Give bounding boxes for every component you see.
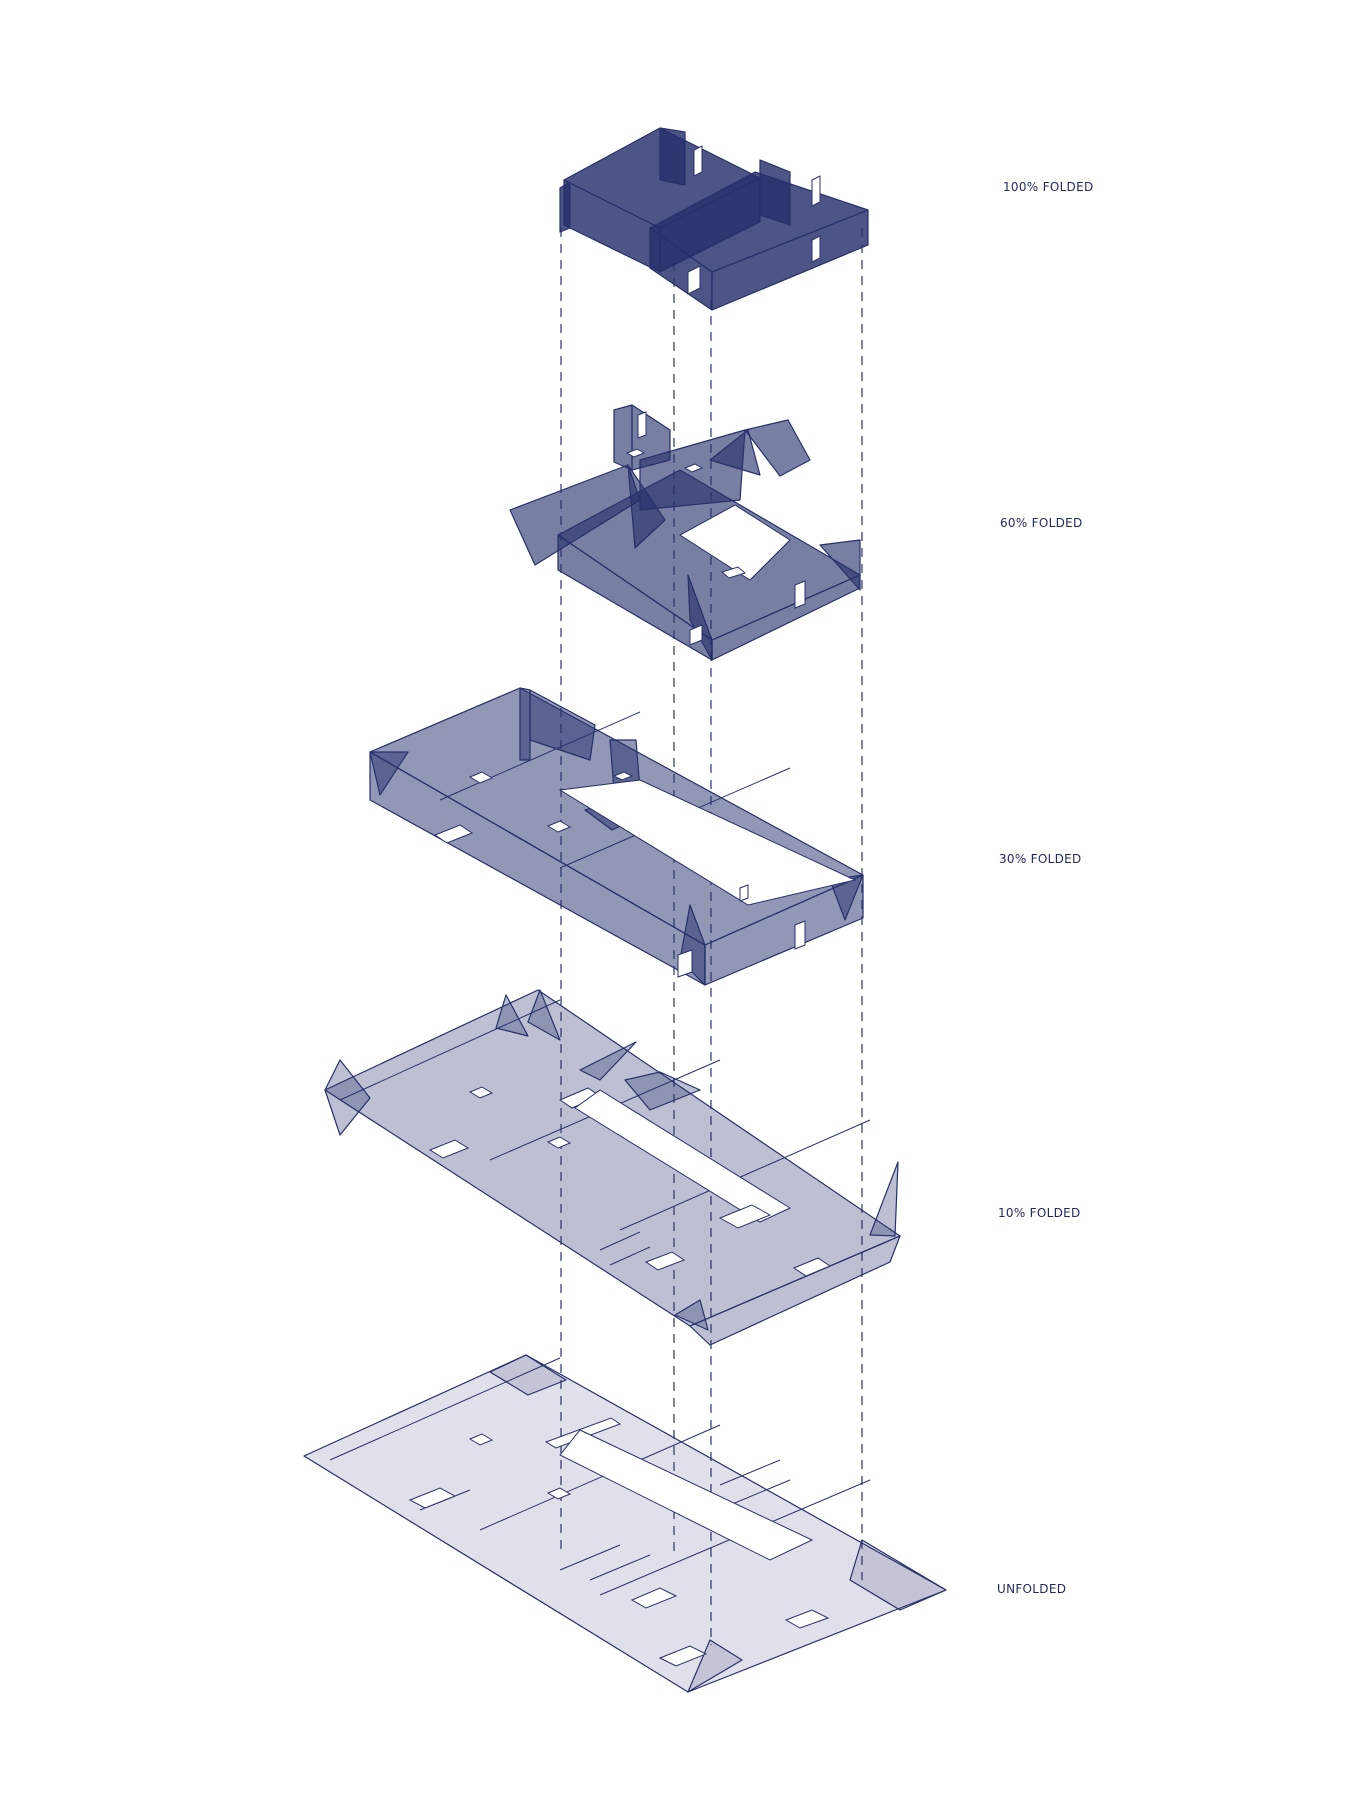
opening-cutout xyxy=(687,265,701,295)
fold-panel xyxy=(659,127,686,186)
opening-cutout xyxy=(546,1487,572,1500)
opening-cutout xyxy=(546,820,572,833)
opening-cutout xyxy=(811,235,821,263)
opening-cutout xyxy=(558,779,857,906)
fold-panel xyxy=(303,1354,947,1693)
folded-30-model xyxy=(369,687,864,986)
fold-panel xyxy=(489,1354,567,1396)
opening-cutout xyxy=(792,1257,832,1277)
stage-label-30-folded: 30% FOLDED xyxy=(999,852,1082,866)
opening-cutout xyxy=(644,1251,686,1271)
opening-cutout xyxy=(630,1587,678,1609)
opening-cutout xyxy=(468,771,494,784)
fold-panel xyxy=(744,419,811,477)
folded-100-model xyxy=(559,127,869,311)
opening-cutout xyxy=(811,175,821,207)
crease-line xyxy=(329,1357,561,1461)
opening-cutout xyxy=(677,949,693,978)
crease-line xyxy=(589,1554,651,1581)
crease-line xyxy=(729,1479,791,1506)
crease-line xyxy=(619,1119,871,1231)
opening-cutout xyxy=(468,1086,494,1099)
opening-cutout xyxy=(739,884,749,902)
fold-panel xyxy=(849,1539,947,1611)
opening-cutout xyxy=(428,1139,470,1159)
fold-panel xyxy=(529,689,596,761)
opening-cutout xyxy=(612,771,634,781)
opening-cutout xyxy=(468,1433,494,1446)
crease-line xyxy=(439,711,641,801)
fold-panel xyxy=(711,209,869,311)
stage-label-60-folded: 60% FOLDED xyxy=(1000,516,1083,530)
opening-cutout xyxy=(689,624,703,646)
stage-label-100-folded: 100% FOLDED xyxy=(1003,180,1094,194)
unfolded-sheet xyxy=(303,1354,947,1693)
crease-line xyxy=(599,1231,641,1251)
stage-label-unfolded: UNFOLDED xyxy=(997,1582,1067,1596)
opening-cutout xyxy=(794,920,806,950)
fold-panel xyxy=(369,751,409,796)
opening-cutout xyxy=(559,1429,814,1561)
crease-line xyxy=(559,1544,621,1571)
fold-panel xyxy=(674,1299,709,1331)
folded-10-model xyxy=(324,989,901,1346)
opening-cutout xyxy=(683,463,704,473)
opening-cutout xyxy=(625,448,646,458)
opening-cutout xyxy=(546,1136,572,1149)
crease-line xyxy=(479,1424,721,1531)
crease-line xyxy=(719,1459,781,1486)
stage-label-10-folded: 10% FOLDED xyxy=(998,1206,1081,1220)
fold-panel xyxy=(624,1071,701,1111)
crease-line xyxy=(339,999,561,1101)
fold-panel xyxy=(869,1161,899,1237)
opening-cutout xyxy=(784,1609,830,1629)
fold-panel xyxy=(819,539,861,591)
fold-panel xyxy=(613,404,633,471)
opening-cutout xyxy=(408,1487,457,1509)
opening-cutout xyxy=(574,1089,792,1223)
crease-line xyxy=(609,1246,651,1266)
fold-panel xyxy=(519,687,531,761)
fold-panel xyxy=(687,574,713,661)
opening-cutout xyxy=(693,145,703,177)
fold-panel xyxy=(559,181,571,233)
folded-60-model xyxy=(509,404,861,661)
fold-panel xyxy=(527,989,561,1041)
opening-cutout xyxy=(433,824,474,844)
fold-panel xyxy=(687,1639,743,1693)
opening-cutout xyxy=(658,1645,708,1667)
opening-cutout xyxy=(794,580,806,609)
opening-cutout xyxy=(718,1204,772,1229)
fold-panel xyxy=(759,159,791,226)
fold-panel xyxy=(579,1041,637,1081)
opening-cutout xyxy=(637,411,647,439)
fold-panel xyxy=(324,1059,371,1136)
opening-cutout xyxy=(679,504,791,581)
opening-cutout xyxy=(720,566,747,579)
